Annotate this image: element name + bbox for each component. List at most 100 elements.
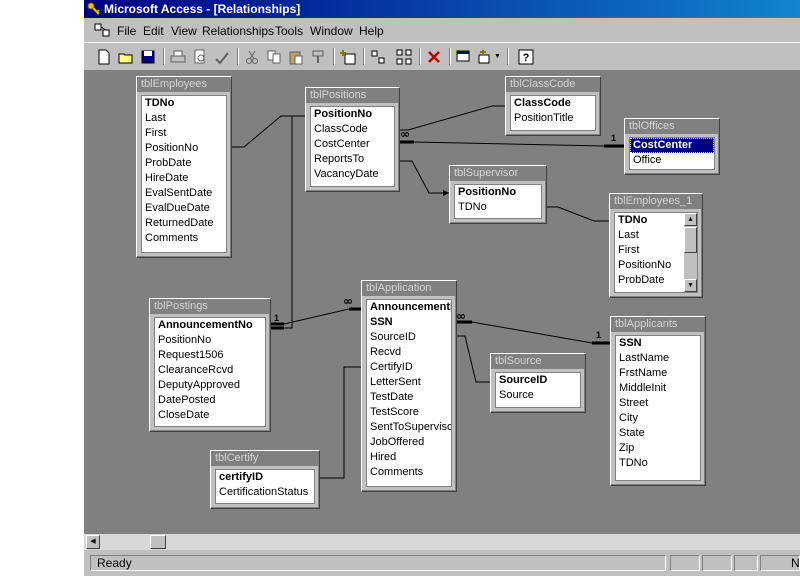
field-item[interactable]: Last [145, 112, 166, 124]
field-item[interactable]: EvalSentDate [145, 187, 213, 199]
field-item[interactable]: Last [618, 229, 639, 241]
new-button[interactable] [94, 47, 114, 66]
field-item[interactable]: TDNo [618, 214, 648, 226]
table-title[interactable]: tblPositions [306, 88, 399, 103]
table-title[interactable]: tblApplicants [611, 317, 705, 332]
scroll-left-icon[interactable]: ◀ [86, 535, 100, 549]
table-window-tblCertify[interactable]: tblCertify certifyID CertificationStatus [210, 450, 320, 509]
field-item[interactable]: Comments [145, 232, 199, 244]
format-painter-button[interactable] [308, 47, 328, 66]
table-title[interactable]: tblEmployees [137, 77, 231, 92]
print-preview-button[interactable] [190, 47, 210, 66]
table-title[interactable]: tblApplication [362, 281, 456, 296]
field-item[interactable]: SourceID [370, 331, 416, 343]
field-item[interactable]: TestScore [370, 406, 419, 418]
field-item[interactable]: Office [633, 154, 662, 166]
field-item[interactable]: Request1506 [158, 349, 224, 361]
field-item[interactable]: CertifyID [370, 361, 413, 373]
table-window-tblApplication[interactable]: tblApplication AnnouncementID SSN Source… [361, 280, 457, 492]
field-list-scrollbar[interactable]: ▲ ▼ [684, 213, 697, 292]
table-window-tblSource[interactable]: tblSource SourceID Source [490, 353, 586, 413]
field-item[interactable]: CertificationStatus [219, 486, 309, 498]
table-window-tblEmployees_1[interactable]: tblEmployees_1 TDNo Last First PositionN… [609, 193, 703, 298]
paste-button[interactable] [286, 47, 306, 66]
table-title[interactable]: tblSupervisor [450, 166, 546, 181]
field-item[interactable]: ClassCode [314, 123, 368, 135]
relationships-canvas[interactable]: ∞ 1 1 ∞ ∞ 1 tblEmployees TDNo Last First… [84, 70, 800, 534]
field-item[interactable]: ReturnedDate [145, 217, 214, 229]
copy-button[interactable] [264, 47, 284, 66]
menu-window[interactable]: Window [310, 24, 353, 38]
relationships-window-icon[interactable] [94, 23, 110, 38]
field-item[interactable]: JobOffered [370, 436, 425, 448]
field-item[interactable]: PositionNo [618, 259, 672, 271]
menu-file[interactable]: File [117, 24, 137, 38]
field-item[interactable]: TDNo [458, 201, 487, 213]
field-item[interactable]: First [145, 127, 167, 139]
delete-button[interactable] [424, 47, 444, 66]
field-item[interactable]: ReportsTo [314, 153, 365, 165]
field-item[interactable]: State [619, 427, 645, 439]
field-item[interactable]: LastName [619, 352, 670, 364]
scroll-down-icon[interactable]: ▼ [684, 279, 697, 292]
field-item[interactable]: certifyID [219, 471, 264, 483]
help-button[interactable]: ? [516, 47, 536, 66]
field-item[interactable]: LetterSent [370, 376, 421, 388]
field-item[interactable]: First [618, 244, 640, 256]
open-button[interactable] [116, 47, 136, 66]
field-item[interactable]: HireDate [145, 172, 189, 184]
table-window-tblSupervisor[interactable]: tblSupervisor PositionNo TDNo [449, 165, 547, 224]
field-item[interactable]: SSN [619, 337, 642, 349]
field-item[interactable]: CloseDate [158, 409, 210, 421]
field-item[interactable]: PositionNo [314, 108, 373, 120]
table-window-tblEmployees[interactable]: tblEmployees TDNo Last First PositionNo … [136, 76, 232, 258]
field-item[interactable]: FrstName [619, 367, 668, 379]
menu-relationships[interactable]: Relationships [202, 24, 275, 38]
field-item[interactable]: Recvd [370, 346, 402, 358]
field-item[interactable]: Comments [370, 466, 424, 478]
table-window-tblOffices[interactable]: tblOffices CostCenter Office [624, 118, 720, 175]
field-item[interactable]: SSN [370, 316, 393, 328]
table-title[interactable]: tblCertify [211, 451, 319, 466]
field-item[interactable]: Source [499, 389, 534, 401]
table-title[interactable]: tblPostings [150, 299, 270, 314]
title-bar[interactable]: Microsoft Access - [Relationships] [84, 0, 800, 18]
field-item[interactable]: PositionTitle [514, 112, 574, 124]
scroll-thumb[interactable] [684, 227, 697, 253]
field-item[interactable]: Hired [370, 451, 397, 463]
field-item[interactable]: ProbDate [618, 274, 665, 286]
field-item[interactable]: City [619, 412, 638, 424]
table-title[interactable]: tblOffices [625, 119, 719, 134]
table-title[interactable]: tblEmployees_1 [610, 194, 702, 209]
field-item[interactable]: AnnouncementNo [158, 319, 253, 331]
table-title[interactable]: tblSource [491, 354, 585, 369]
menu-view[interactable]: View [171, 24, 197, 38]
scroll-up-icon[interactable]: ▲ [684, 213, 697, 226]
field-item[interactable]: DeputyApproved [158, 379, 240, 391]
field-item[interactable]: EvalDueDate [145, 202, 210, 214]
table-window-tblPostings[interactable]: tblPostings AnnouncementNo PositionNo Re… [149, 298, 271, 432]
horizontal-scrollbar[interactable]: ◀ [84, 534, 800, 550]
field-item[interactable]: TDNo [619, 457, 648, 469]
field-item[interactable]: Zip [619, 442, 635, 454]
table-window-tblClassCode[interactable]: tblClassCode ClassCode PositionTitle [505, 76, 601, 136]
print-button[interactable] [168, 47, 188, 66]
menu-tools[interactable]: Tools [275, 24, 304, 38]
field-item[interactable]: ClassCode [514, 97, 571, 109]
scroll-thumb[interactable] [150, 535, 166, 549]
table-window-tblApplicants[interactable]: tblApplicants SSN LastName FrstName Midd… [610, 316, 706, 486]
table-title[interactable]: tblClassCode [506, 77, 600, 92]
show-all-button[interactable] [394, 47, 414, 66]
field-item[interactable]: ClearanceRcvd [158, 364, 234, 376]
database-window-button[interactable] [454, 47, 474, 66]
table-window-tblPositions[interactable]: tblPositions PositionNo ClassCode CostCe… [305, 87, 400, 192]
new-object-button[interactable]: ▼ [476, 47, 502, 66]
menu-help[interactable]: Help [359, 24, 384, 38]
field-item[interactable]: Street [619, 397, 649, 409]
field-item[interactable]: SentToSupervisor [370, 421, 452, 433]
spelling-button[interactable] [212, 47, 232, 66]
menu-edit[interactable]: Edit [143, 24, 164, 38]
save-button[interactable] [138, 47, 158, 66]
field-item[interactable]: MiddleInit [619, 382, 667, 394]
cut-button[interactable] [242, 47, 262, 66]
